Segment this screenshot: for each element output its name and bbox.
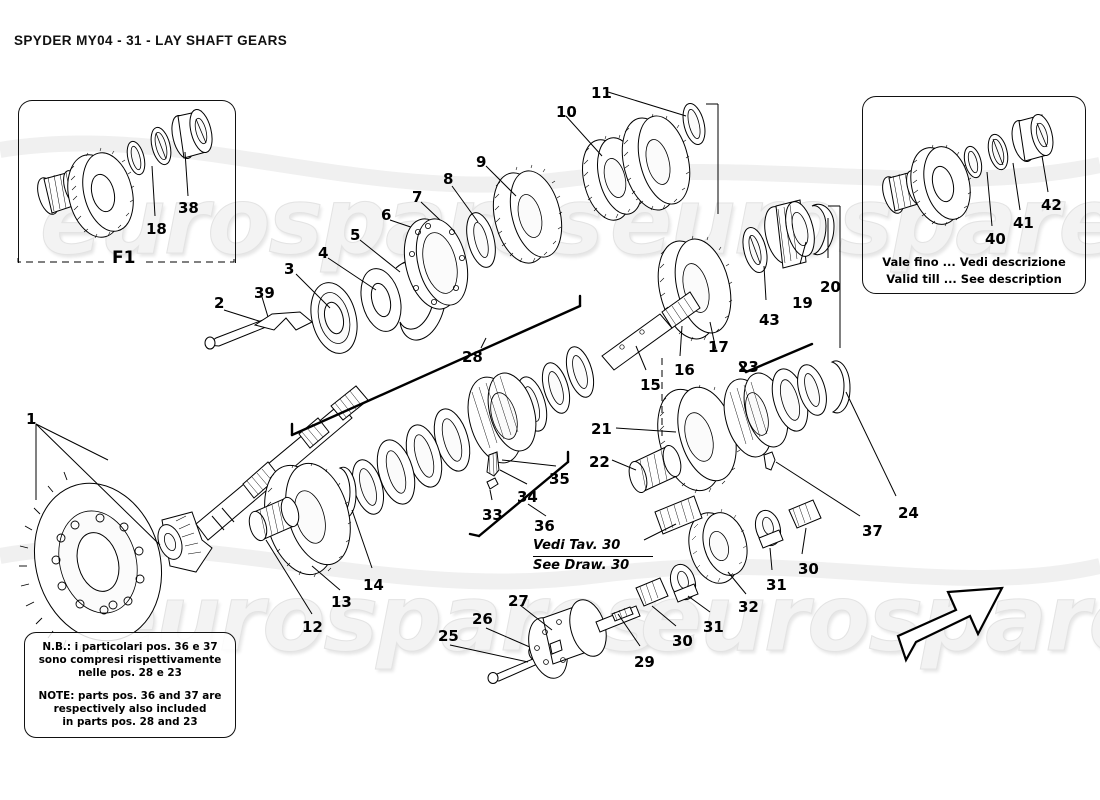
callout-number-25: 25 [438, 627, 459, 645]
callout-number-37: 37 [862, 522, 883, 540]
callout-number-36: 36 [534, 517, 555, 535]
validity-caption-it: Vale fino ... Vedi descrizione [882, 255, 1066, 269]
callout-number-2: 2 [214, 294, 225, 312]
callout-number-30: 30 [672, 632, 693, 650]
page-title: SPYDER MY04 - 31 - LAY SHAFT GEARS [14, 33, 288, 48]
f1-inset-frame [18, 100, 236, 263]
callout-number-29: 29 [634, 653, 655, 671]
callout-number-19: 19 [792, 294, 813, 312]
note-italian-line: sono compresi rispettivamente [38, 653, 222, 666]
callout-number-31: 31 [703, 618, 724, 636]
callout-number-24: 24 [898, 504, 919, 522]
cross-reference-en: See Draw. 30 [533, 557, 630, 573]
callout-number-4: 4 [318, 244, 329, 262]
callout-number-7: 7 [412, 188, 423, 206]
cross-reference-block: Vedi Tav. 30 See Draw. 30 [533, 538, 653, 574]
callout-number-32: 32 [738, 598, 759, 616]
cross-reference-rule [533, 555, 653, 557]
note-italian: N.B.: i particolari pos. 36 e 37 sono co… [39, 641, 222, 681]
callout-number-23: 23 [738, 358, 759, 376]
callout-number-15: 15 [640, 376, 661, 394]
callout-number-38: 38 [178, 199, 199, 217]
callout-number-30: 30 [798, 560, 819, 578]
callout-number-27: 27 [508, 592, 529, 610]
callout-number-33: 33 [482, 506, 503, 524]
crown-wheel-group [19, 385, 369, 654]
callout-number-41: 41 [1013, 214, 1034, 232]
callout-number-8: 8 [443, 170, 454, 188]
part-39 [253, 296, 313, 331]
callout-number-40: 40 [985, 230, 1006, 248]
callout-number-34: 34 [517, 488, 538, 506]
validity-inset-caption: Vale fino ... Vedi descrizione Valid til… [874, 254, 1074, 287]
callout-number-13: 13 [331, 593, 352, 611]
callout-number-11: 11 [591, 84, 612, 102]
speed-sensor-group [449, 599, 641, 684]
callout-number-14: 14 [363, 576, 384, 594]
right-cluster [611, 342, 897, 517]
callout-number-42: 42 [1041, 196, 1062, 214]
validity-caption-en: Valid till ... See description [886, 271, 1062, 286]
callout-number-31: 31 [766, 576, 787, 594]
note-english-line: respectively also included [53, 702, 207, 715]
bearing-stack-19-20 [742, 199, 841, 348]
mid-shaft-assembly [338, 291, 701, 569]
callout-number-26: 26 [472, 610, 493, 628]
callout-number-12: 12 [302, 618, 323, 636]
callout-number-1: 1 [26, 410, 37, 428]
note-italian-line: N.B.: i particolari pos. 36 e 37 [42, 640, 218, 653]
note-english: NOTE: parts pos. 36 and 37 are respectiv… [39, 690, 222, 730]
note-english-line: in parts pos. 28 and 23 [62, 716, 198, 729]
callout-number-35: 35 [549, 470, 570, 488]
note-italian-line: nelle pos. 28 e 23 [78, 667, 182, 680]
callout-number-39: 39 [254, 284, 275, 302]
gear-13-group [248, 462, 352, 615]
callout-number-3: 3 [284, 260, 295, 278]
callout-number-16: 16 [674, 361, 695, 379]
validity-inset-frame [862, 96, 1086, 294]
lower-right-cluster [635, 495, 822, 627]
direction-arrow [896, 586, 1004, 663]
validity-inset-parts [882, 113, 1054, 227]
bearing-flange-group [295, 91, 719, 354]
callout-number-18: 18 [146, 220, 167, 238]
note-english-line: NOTE: parts pos. 36 and 37 are [38, 689, 222, 702]
small-parts-33-35 [468, 450, 570, 538]
callout-number-20: 20 [820, 278, 841, 296]
callout-number-9: 9 [476, 153, 487, 171]
callout-number-21: 21 [591, 420, 612, 438]
cross-reference-it: Vedi Tav. 30 [533, 538, 621, 553]
bracket-28 [290, 294, 582, 437]
callout-number-17: 17 [708, 338, 729, 356]
callout-number-28: 28 [462, 348, 483, 366]
callout-number-22: 22 [589, 453, 610, 471]
f1-inset-parts [37, 109, 213, 239]
cross-reference-leader [643, 523, 677, 541]
callout-number-6: 6 [381, 206, 392, 224]
note-box: N.B.: i particolari pos. 36 e 37 sono co… [24, 632, 236, 738]
callout-number-5: 5 [350, 226, 361, 244]
f1-inset-label: F1 [112, 248, 136, 268]
callout-number-43: 43 [759, 311, 780, 329]
callout-number-10: 10 [556, 103, 577, 121]
